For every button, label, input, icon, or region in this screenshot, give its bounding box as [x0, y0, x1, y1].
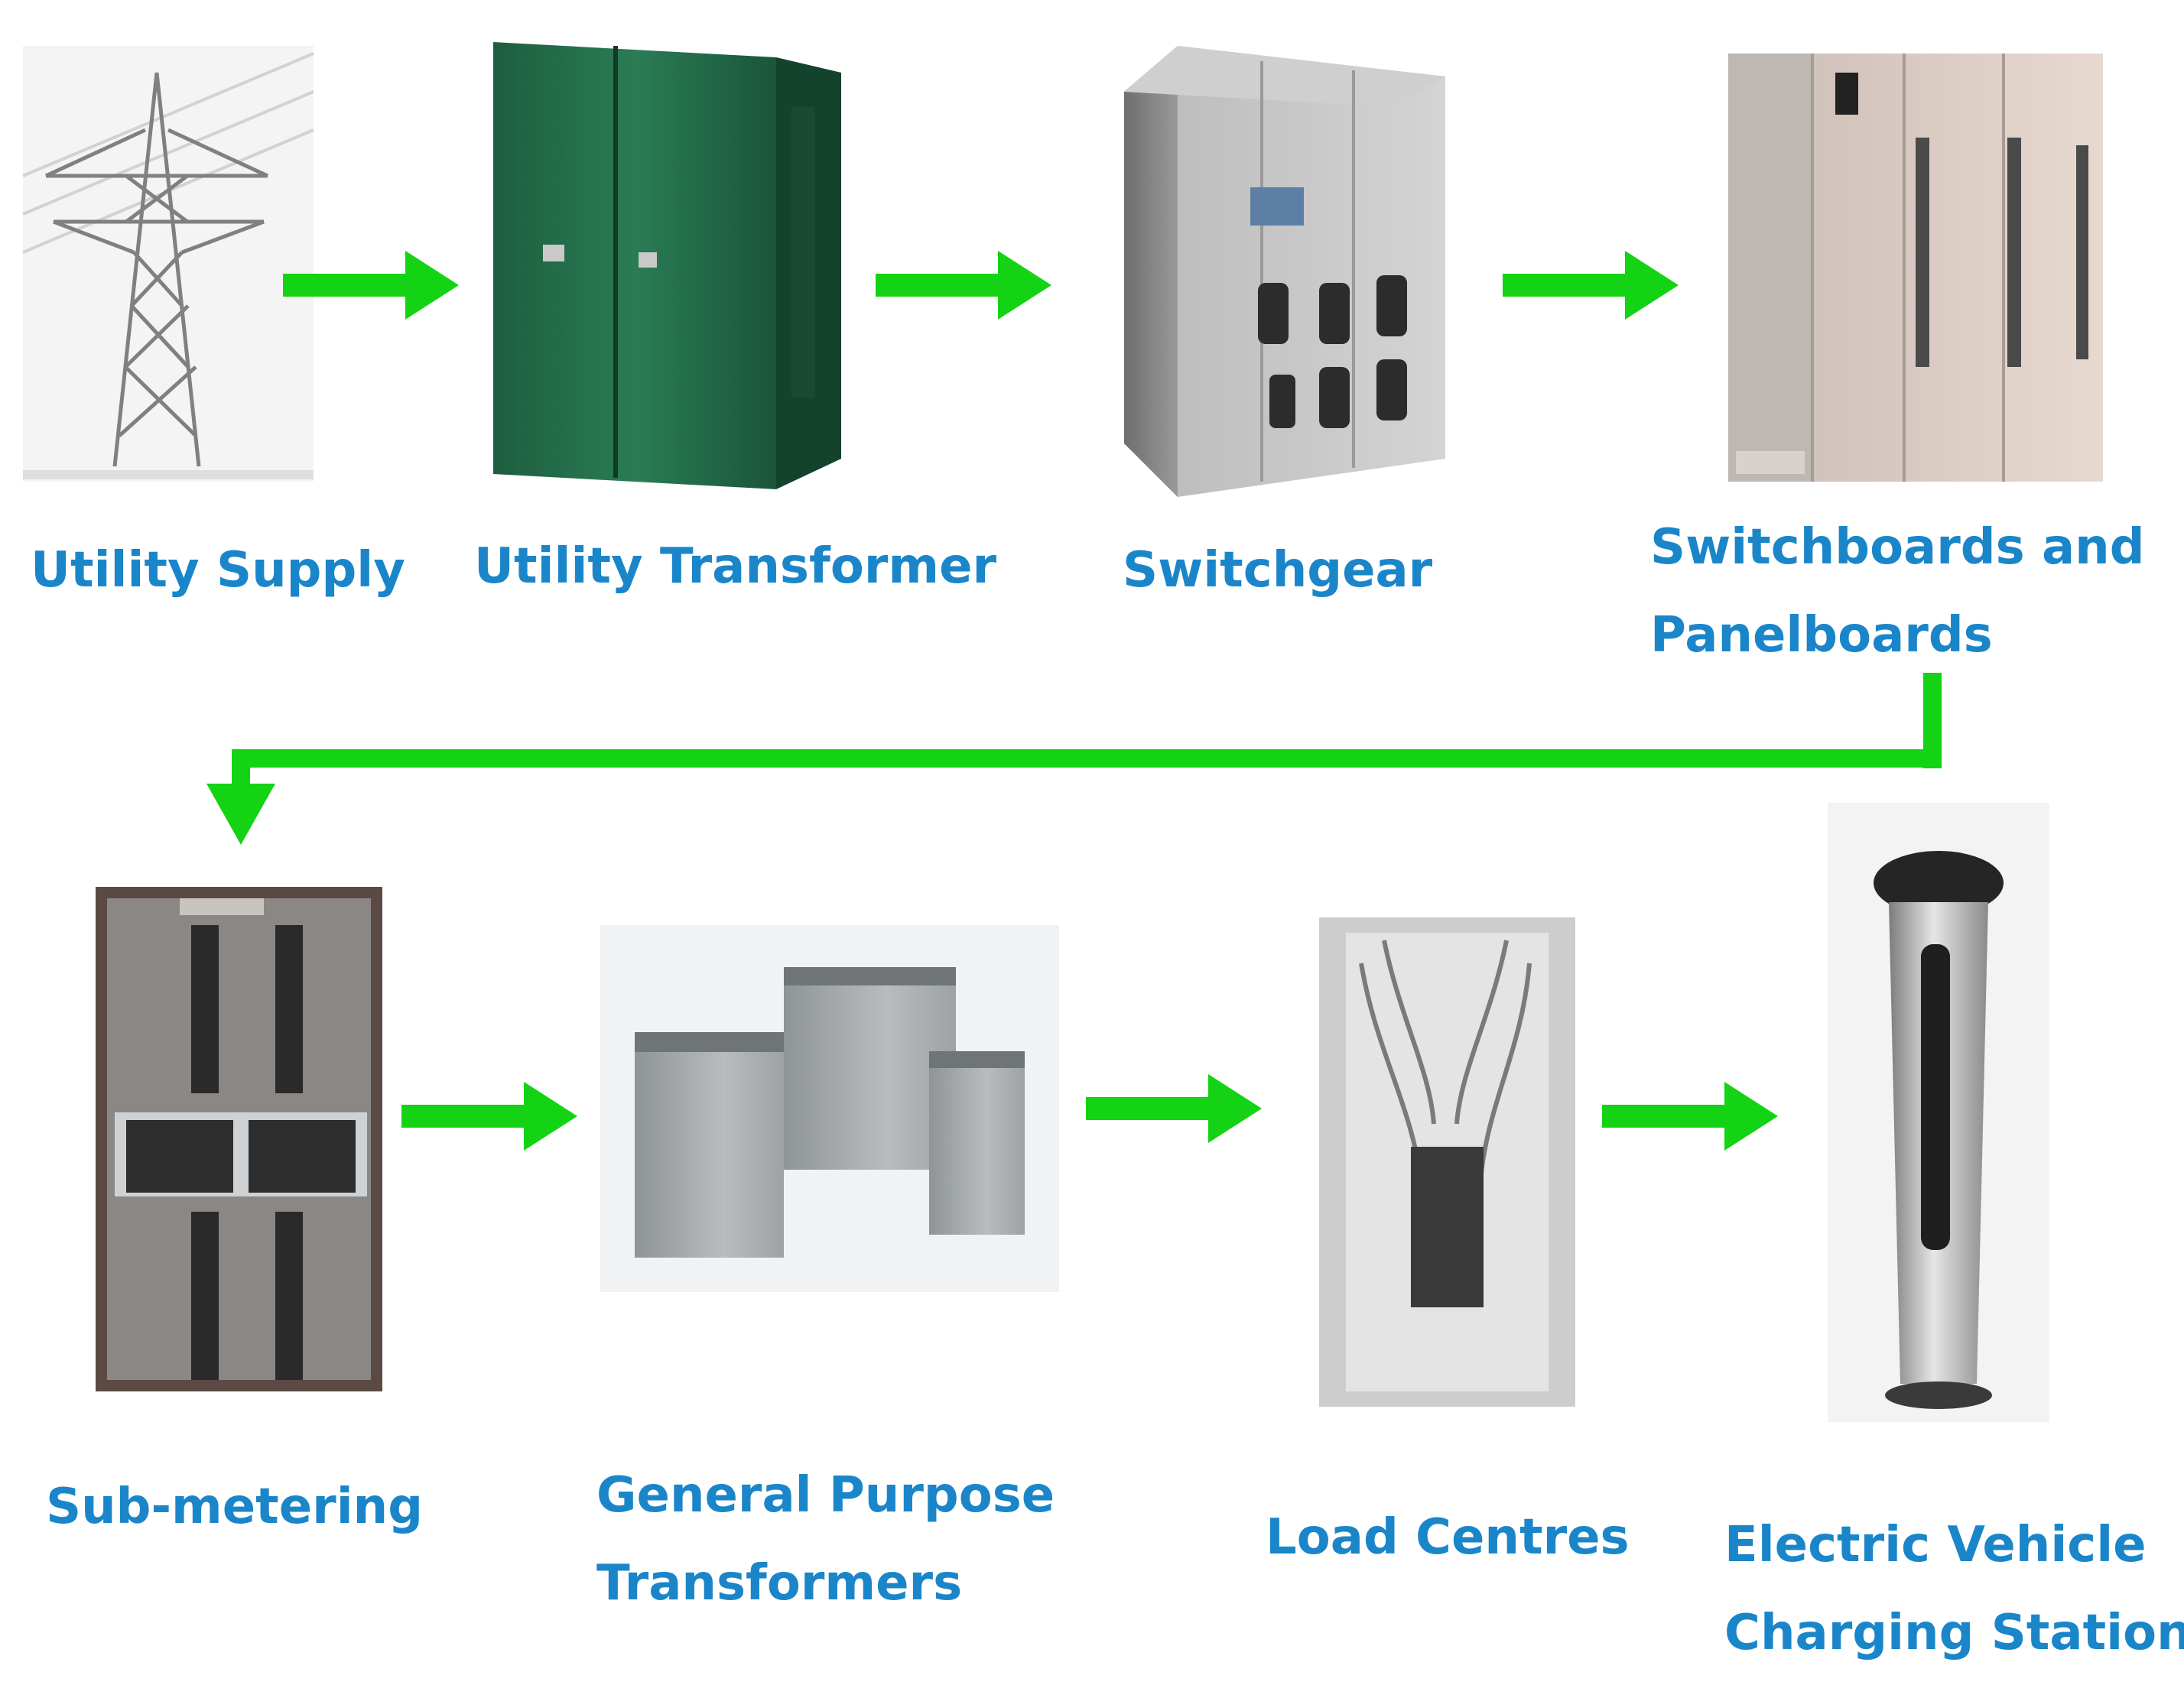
label-sub-metering: Sub-metering [46, 1479, 423, 1535]
label-utility-transformer: Utility Transformer [474, 538, 997, 595]
transmission-tower-icon [22, 46, 314, 482]
label-switchboards-line1: Switchboards and [1650, 519, 2145, 576]
label-gp-transformers-line1: General Purpose [596, 1467, 1055, 1524]
label-utility-supply: Utility Supply [31, 542, 405, 599]
arrow-transformer-to-switchgear [876, 251, 1051, 320]
arrow-gp-transformers-to-load-centres [1086, 1074, 1262, 1143]
arrow-switchgear-to-switchboards [1503, 251, 1679, 320]
arrow-submetering-to-gp-transformers [401, 1082, 577, 1151]
breaker-panel-icon [96, 887, 382, 1391]
load-centre-icon [1319, 917, 1575, 1407]
dry-type-transformers-icon [600, 925, 1059, 1292]
switchboard-panel-icon [1728, 54, 2103, 482]
label-switchgear: Switchgear [1123, 542, 1433, 599]
arrow-switchboards-to-submetering [206, 673, 1942, 845]
label-gp-transformers-line2: Transformers [596, 1555, 963, 1612]
arrow-load-centres-to-ev-charging [1602, 1082, 1778, 1151]
label-switchboards-line2: Panelboards [1650, 607, 1993, 664]
ev-charger-icon [1828, 803, 2049, 1422]
arrow-supply-to-transformer [283, 251, 459, 320]
flow-arrows [206, 251, 1942, 1151]
pad-mount-transformer-icon [493, 42, 841, 489]
label-ev-charging-line1: Electric Vehicle [1724, 1517, 2147, 1573]
label-load-centres: Load Centres [1266, 1509, 1630, 1566]
switchgear-cabinet-icon [1124, 46, 1445, 497]
label-ev-charging-line2: Charging Station [1724, 1605, 2184, 1661]
